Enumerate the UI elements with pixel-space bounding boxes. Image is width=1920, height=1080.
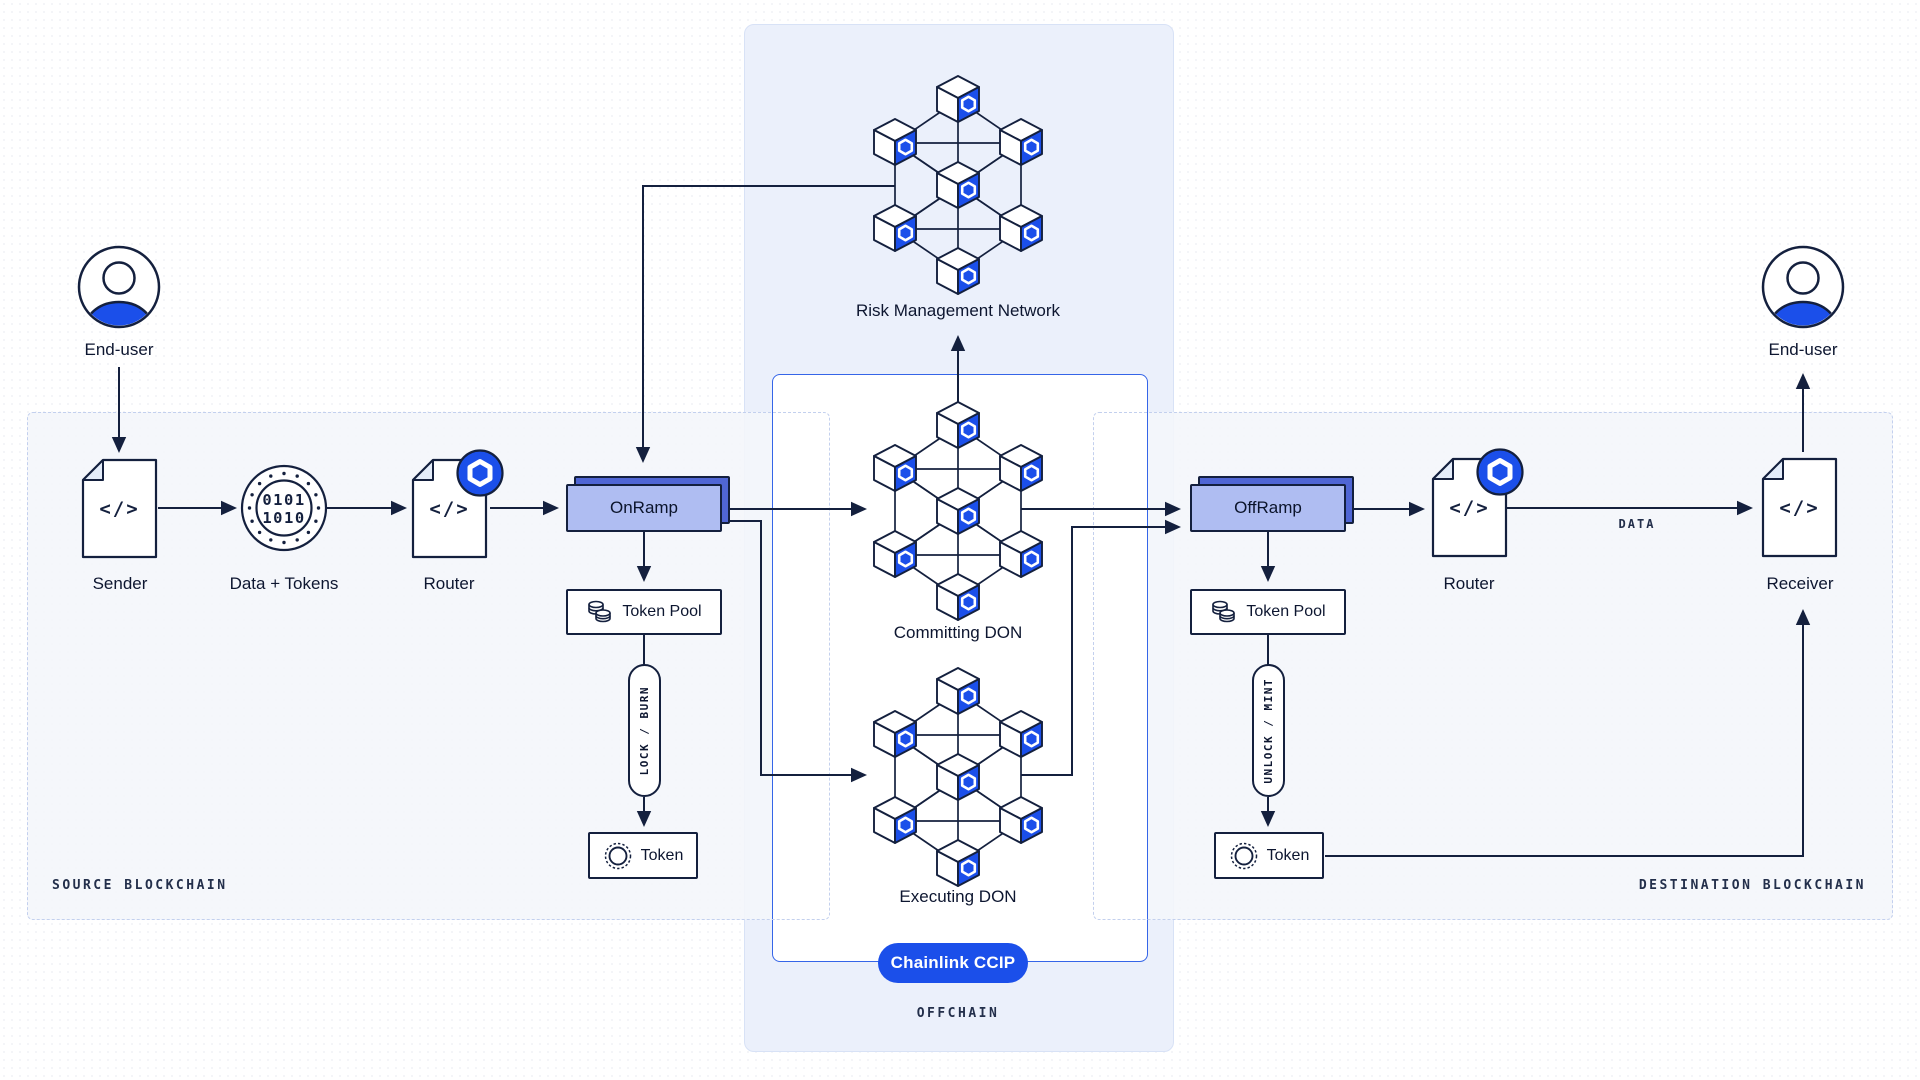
- sender-document-icon: </>: [81, 458, 158, 559]
- token-label: Token: [640, 846, 684, 864]
- risk-management-network-icon: [874, 76, 1042, 294]
- data-bits-line2: 1010: [262, 509, 305, 527]
- edge-token-to-receiver: [1325, 609, 1811, 857]
- source-token-node: Token: [588, 832, 698, 879]
- lock-burn-label: LOCK / BURN: [638, 685, 651, 776]
- router-code-glyph: </>: [429, 498, 469, 520]
- destination-router-document-icon: </>: [1431, 450, 1523, 558]
- token-label: Token: [1266, 846, 1310, 864]
- token-pool-label: Token Pool: [622, 603, 702, 620]
- lock-burn-pill: LOCK / BURN: [628, 664, 661, 797]
- risk-management-network-label: Risk Management Network: [855, 301, 1061, 320]
- destination-blockchain-panel-border: [1093, 412, 1893, 920]
- onramp-node: OnRamp: [566, 476, 730, 532]
- data-edge-label: DATA: [1618, 517, 1656, 531]
- edge-executing-to-offramp: [1021, 519, 1181, 776]
- executing-don-label: Executing DON: [899, 887, 1017, 906]
- offramp-node: OffRamp: [1190, 476, 1354, 532]
- source-blockchain-panel-border: [27, 412, 830, 920]
- sender-label: Sender: [92, 574, 148, 593]
- destination-token-node: Token: [1214, 832, 1324, 879]
- executing-don-network-icon: [874, 668, 1042, 886]
- destination-blockchain-panel-label: DESTINATION BLOCKCHAIN: [1638, 878, 1866, 893]
- coin-stack-icon: [1212, 600, 1236, 623]
- end-user-avatar-icon: [1763, 247, 1843, 352]
- chainlink-badge-icon: [458, 451, 503, 496]
- token-ring-icon: [604, 842, 631, 869]
- edge-risknetwork-to-onramp: [635, 185, 895, 463]
- committing-don-label: Committing DON: [893, 623, 1023, 642]
- chainlink-badge-icon: [1478, 450, 1523, 495]
- receiver-label: Receiver: [1766, 574, 1834, 593]
- unlock-mint-pill: UNLOCK / MINT: [1252, 664, 1285, 797]
- data-tokens-label: Data + Tokens: [229, 574, 339, 593]
- edge-onramp-to-executing: [730, 520, 867, 783]
- committing-don-network-icon: [874, 402, 1042, 620]
- source-router-document-icon: </>: [411, 451, 503, 559]
- offramp-label: OffRamp: [1190, 484, 1346, 532]
- onramp-label: OnRamp: [566, 484, 722, 532]
- end-user-avatar-icon: [79, 247, 159, 352]
- unlock-mint-label: UNLOCK / MINT: [1262, 677, 1275, 784]
- token-pool-label: Token Pool: [1246, 603, 1326, 620]
- source-token-pool-node: Token Pool: [566, 589, 722, 635]
- router-label: Router: [1443, 574, 1495, 593]
- coin-stack-icon: [588, 600, 612, 623]
- chainlink-ccip-badge: Chainlink CCIP: [878, 943, 1028, 983]
- data-tokens-coin-icon: 0101 1010: [240, 464, 328, 552]
- receiver-document-icon: </>: [1761, 457, 1838, 558]
- end-user-label: End-user: [84, 340, 154, 359]
- router-label: Router: [423, 574, 475, 593]
- end-user-label: End-user: [1768, 340, 1838, 359]
- router-code-glyph: </>: [1449, 497, 1489, 519]
- destination-token-pool-node: Token Pool: [1190, 589, 1346, 635]
- sender-code-glyph: </>: [99, 498, 139, 520]
- offchain-panel-label: OFFCHAIN: [916, 1006, 1000, 1021]
- token-ring-icon: [1230, 842, 1257, 869]
- source-blockchain-panel-label: SOURCE BLOCKCHAIN: [52, 878, 228, 893]
- receiver-code-glyph: </>: [1779, 497, 1819, 519]
- data-bits-line1: 0101: [262, 491, 305, 509]
